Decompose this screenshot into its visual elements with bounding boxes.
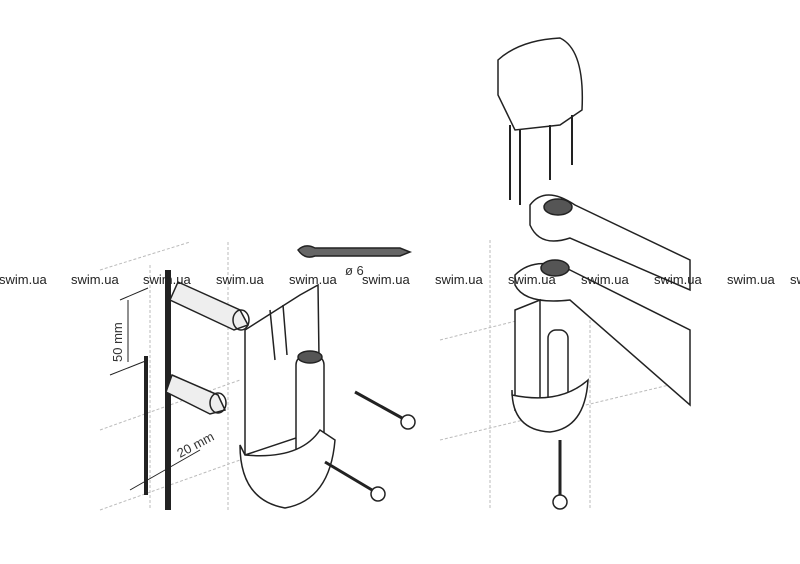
watermark: swim.ua <box>143 272 191 287</box>
watermark: swim.ua <box>435 272 483 287</box>
wall-dowels <box>165 281 250 415</box>
wall-tiles-right <box>439 240 691 510</box>
watermark: swim.ua <box>581 272 629 287</box>
watermark: swim.ua <box>362 272 410 287</box>
drill-bit <box>297 245 413 258</box>
screw-right <box>552 440 568 510</box>
top-cap <box>497 37 584 205</box>
wall-tiles-left <box>99 241 241 511</box>
watermark: swim.ua <box>508 272 556 287</box>
wall-bracket-left <box>239 283 336 509</box>
watermark: swim.ua <box>71 272 119 287</box>
watermark: swim.ua <box>289 272 337 287</box>
glass-arm <box>514 194 691 407</box>
drill-diameter-label: ø 6 <box>345 263 364 278</box>
watermark: swim.ua <box>790 272 800 287</box>
watermark: swim.ua <box>654 272 702 287</box>
height-dimension-label: 50 mm <box>110 322 125 362</box>
dimension-lines <box>109 287 201 491</box>
depth-dimension-label: 20 mm <box>174 429 216 461</box>
wall-bracket-right <box>511 298 589 433</box>
watermark: swim.ua <box>727 272 775 287</box>
watermark: swim.ua <box>216 272 264 287</box>
screws-left <box>324 390 416 502</box>
watermark: swim.ua <box>0 272 47 287</box>
